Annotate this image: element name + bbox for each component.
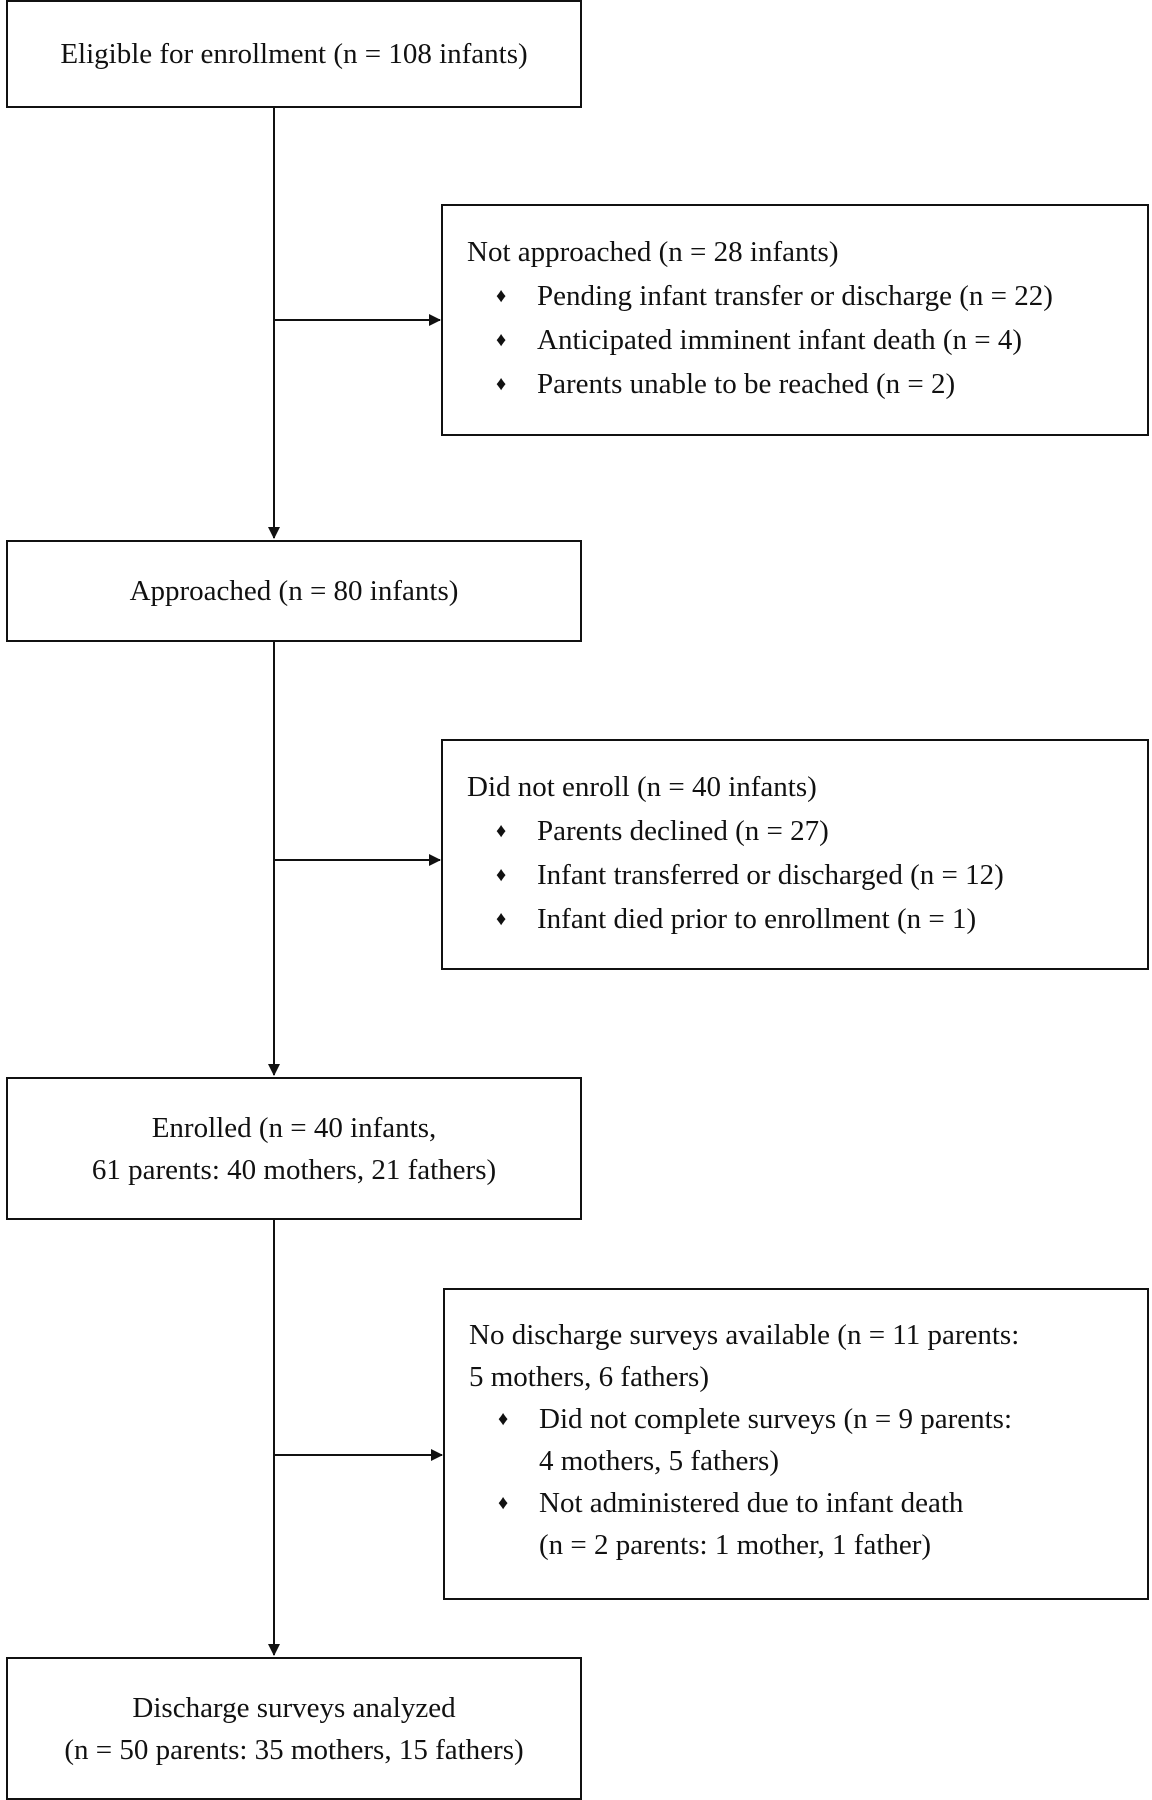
did-not-enroll-box: Did not enroll (n = 40 infants) ♦Parents… bbox=[441, 739, 1149, 970]
not-approached-box: Not approached (n = 28 infants) ♦Pending… bbox=[441, 204, 1149, 436]
diamond-bullet-icon: ♦ bbox=[498, 1492, 509, 1514]
approached-box: Approached (n = 80 infants) bbox=[6, 540, 582, 642]
list-item: ♦Not administered due to infant death bbox=[469, 1482, 1127, 1524]
analyzed-text-line-2: (n = 50 parents: 35 mothers, 15 fathers) bbox=[64, 1733, 524, 1766]
diamond-bullet-icon: ♦ bbox=[496, 373, 507, 395]
diamond-bullet-icon: ♦ bbox=[496, 329, 507, 351]
eligible-box: Eligible for enrollment (n = 108 infants… bbox=[6, 0, 582, 108]
enrolled-text-line-2: 61 parents: 40 mothers, 21 fathers) bbox=[91, 1153, 497, 1186]
enrolled-text-line-1: Enrolled (n = 40 infants, bbox=[151, 1111, 437, 1144]
analyzed-text-line-1: Discharge surveys analyzed bbox=[132, 1691, 456, 1724]
did-not-enroll-title: Did not enroll (n = 40 infants) bbox=[467, 771, 817, 803]
diamond-bullet-icon: ♦ bbox=[496, 285, 507, 307]
list-item-continuation: 4 mothers, 5 fathers) bbox=[539, 1445, 779, 1477]
did-not-enroll-list: ♦Parents declined (n = 27) ♦Infant trans… bbox=[467, 809, 1127, 941]
not-approached-title: Not approached (n = 28 infants) bbox=[467, 236, 839, 268]
diamond-bullet-icon: ♦ bbox=[498, 1408, 509, 1430]
not-approached-list: ♦Pending infant transfer or discharge (n… bbox=[467, 274, 1127, 406]
enrolled-box: Enrolled (n = 40 infants, 61 parents: 40… bbox=[6, 1077, 582, 1220]
no-discharge-surveys-box: No discharge surveys available (n = 11 p… bbox=[443, 1288, 1149, 1600]
list-item: ♦Did not complete surveys (n = 9 parents… bbox=[469, 1398, 1127, 1440]
list-item: ♦Infant died prior to enrollment (n = 1) bbox=[467, 897, 1127, 941]
analyzed-box: Discharge surveys analyzed (n = 50 paren… bbox=[6, 1657, 582, 1800]
diamond-bullet-icon: ♦ bbox=[496, 820, 507, 842]
no-discharge-surveys-title-line-1: No discharge surveys available (n = 11 p… bbox=[469, 1319, 1020, 1351]
list-item: ♦Pending infant transfer or discharge (n… bbox=[467, 274, 1127, 318]
no-discharge-surveys-list: ♦Did not complete surveys (n = 9 parents… bbox=[469, 1398, 1127, 1566]
list-item: ♦Parents declined (n = 27) bbox=[467, 809, 1127, 853]
diamond-bullet-icon: ♦ bbox=[496, 864, 507, 886]
no-discharge-surveys-title-line-2: 5 mothers, 6 fathers) bbox=[469, 1361, 709, 1393]
list-item: ♦Parents unable to be reached (n = 2) bbox=[467, 362, 1127, 406]
list-item: ♦Anticipated imminent infant death (n = … bbox=[467, 318, 1127, 362]
list-item-continuation: (n = 2 parents: 1 mother, 1 father) bbox=[539, 1529, 932, 1561]
list-item: ♦Infant transferred or discharged (n = 1… bbox=[467, 853, 1127, 897]
diamond-bullet-icon: ♦ bbox=[496, 908, 507, 930]
eligible-text: Eligible for enrollment (n = 108 infants… bbox=[60, 38, 528, 70]
approached-text: Approached (n = 80 infants) bbox=[129, 575, 459, 607]
